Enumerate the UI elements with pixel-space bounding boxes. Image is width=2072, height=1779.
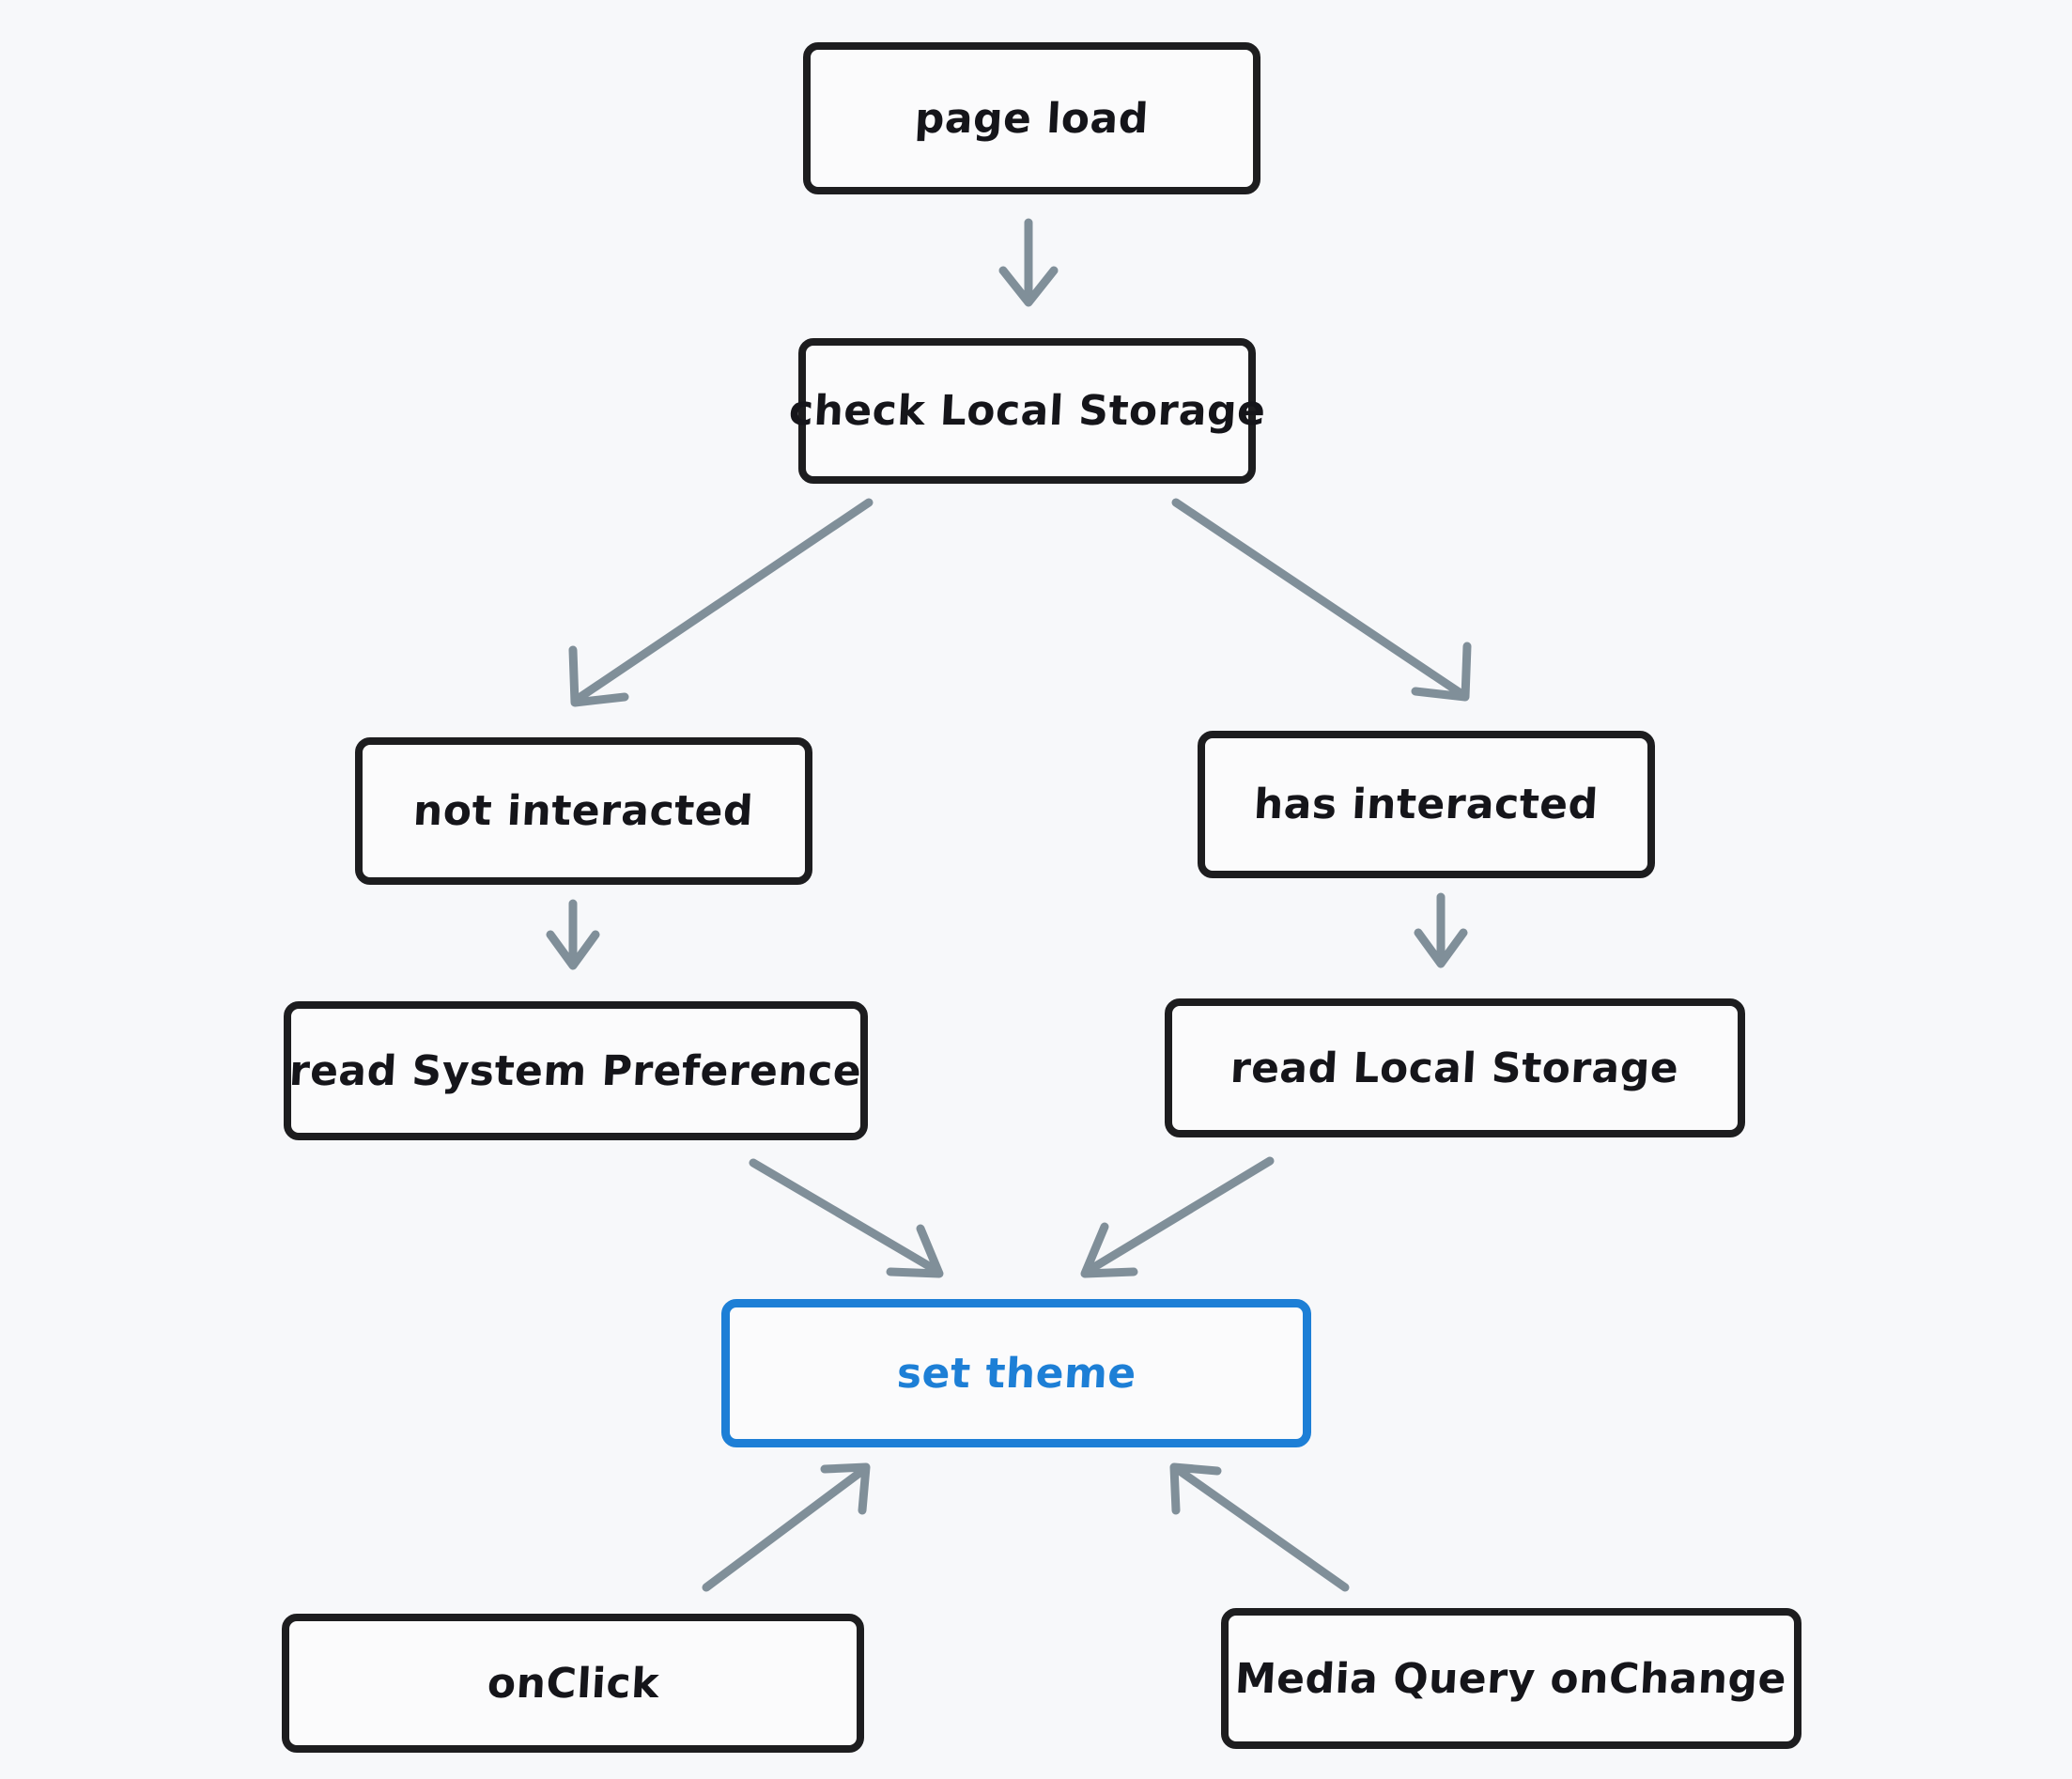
node-page-load-label: page load xyxy=(913,94,1151,143)
edge-check-local-storage-to-has-interacted xyxy=(1171,498,1472,702)
node-read-system-preference[interactable]: read System Preference xyxy=(284,1001,868,1140)
edge-read-system-preference-to-set-theme xyxy=(749,1158,944,1278)
edge-has-interacted-to-read-local-storage xyxy=(1414,892,1468,968)
edge-on-click-to-set-theme xyxy=(702,1462,871,1592)
node-media-query-onchange[interactable]: Media Query onChange xyxy=(1221,1608,1801,1749)
node-set-theme[interactable]: set theme xyxy=(721,1299,1311,1447)
node-read-system-preference-label: read System Preference xyxy=(288,1046,863,1095)
node-check-local-storage[interactable]: check Local Storage xyxy=(787,338,1267,484)
edge-read-local-storage-to-set-theme xyxy=(1080,1156,1275,1278)
node-not-interacted[interactable]: not interacted xyxy=(355,737,812,885)
edge-check-local-storage-to-not-interacted xyxy=(568,498,874,707)
node-on-click[interactable]: onClick xyxy=(282,1614,864,1753)
node-page-load[interactable]: page load xyxy=(803,42,1260,194)
edge-not-interacted-to-read-system-preference xyxy=(546,899,600,970)
node-read-local-storage[interactable]: read Local Storage xyxy=(1165,998,1745,1137)
node-check-local-storage-label: check Local Storage xyxy=(787,387,1267,435)
node-media-query-onchange-label: Media Query onChange xyxy=(1234,1654,1788,1703)
node-has-interacted[interactable]: has interacted xyxy=(1198,731,1655,878)
node-on-click-label: onClick xyxy=(486,1659,660,1708)
edge-media-query-onchange-to-set-theme xyxy=(1169,1462,1350,1592)
node-set-theme-label: set theme xyxy=(895,1349,1137,1398)
node-has-interacted-label: has interacted xyxy=(1252,781,1600,828)
node-not-interacted-label: not interacted xyxy=(412,787,755,835)
node-read-local-storage-label: read Local Storage xyxy=(1229,1044,1680,1092)
edge-page-load-to-check-local-storage xyxy=(998,218,1059,307)
